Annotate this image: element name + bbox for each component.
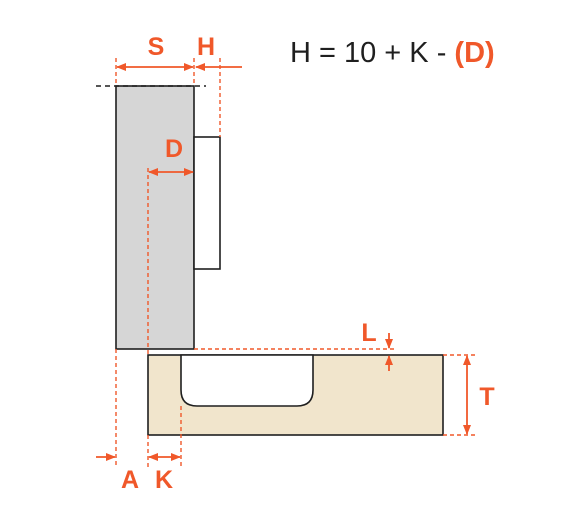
dimension-labels: S H D L T A K: [121, 33, 495, 494]
dimension-arrows: [96, 63, 471, 461]
reference-lines: [115, 58, 476, 468]
label-t: T: [479, 383, 494, 411]
door-panel: [115, 85, 195, 350]
hinge-plate: [193, 136, 221, 270]
label-l: L: [361, 319, 376, 347]
formula-highlight: (D): [454, 37, 494, 69]
label-h: H: [197, 33, 215, 61]
formula-text: H = 10 + K - (D): [290, 37, 495, 69]
label-d: D: [165, 135, 183, 163]
formula-main: H = 10 + K -: [290, 37, 454, 69]
label-s: S: [148, 33, 165, 61]
label-a: A: [121, 466, 139, 494]
label-k: K: [155, 466, 173, 494]
hinge-cup-recess: [180, 354, 314, 407]
